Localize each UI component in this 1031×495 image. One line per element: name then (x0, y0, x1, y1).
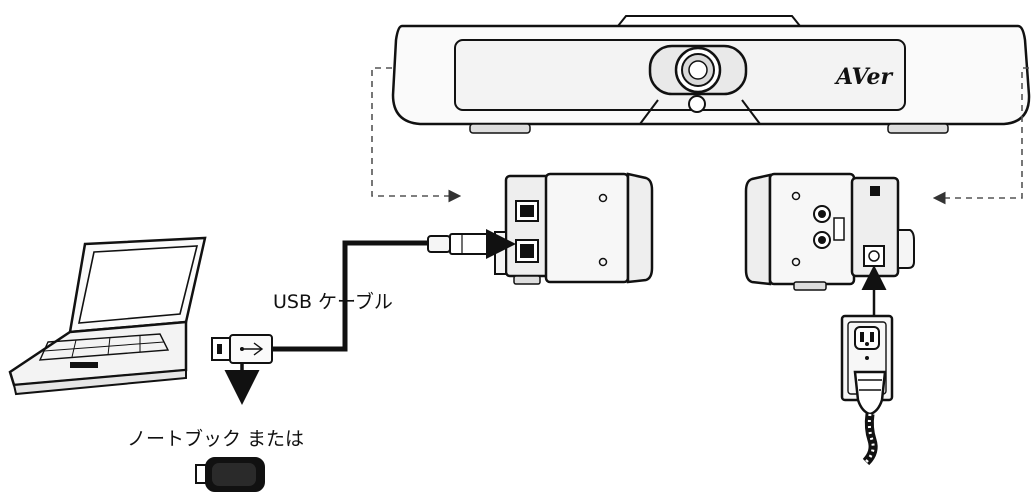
dashed-guide-right (932, 67, 1029, 205)
laptop-label: ノートブック または (127, 428, 305, 450)
video-bar: AVer (391, 15, 1031, 134)
usb-cable (272, 229, 516, 352)
usb-cable-label: USB ケーブル (273, 291, 393, 313)
power-plug-icon (853, 370, 887, 466)
laptop-icon (8, 236, 207, 396)
left-side-module (494, 172, 654, 285)
dashed-guide-left (371, 67, 462, 203)
right-side-module (744, 172, 915, 291)
usb-drive-icon (195, 457, 265, 492)
usb-plug-icon (211, 334, 273, 364)
camera-lens-icon (648, 44, 748, 96)
brand-logo: AVer (834, 64, 894, 90)
